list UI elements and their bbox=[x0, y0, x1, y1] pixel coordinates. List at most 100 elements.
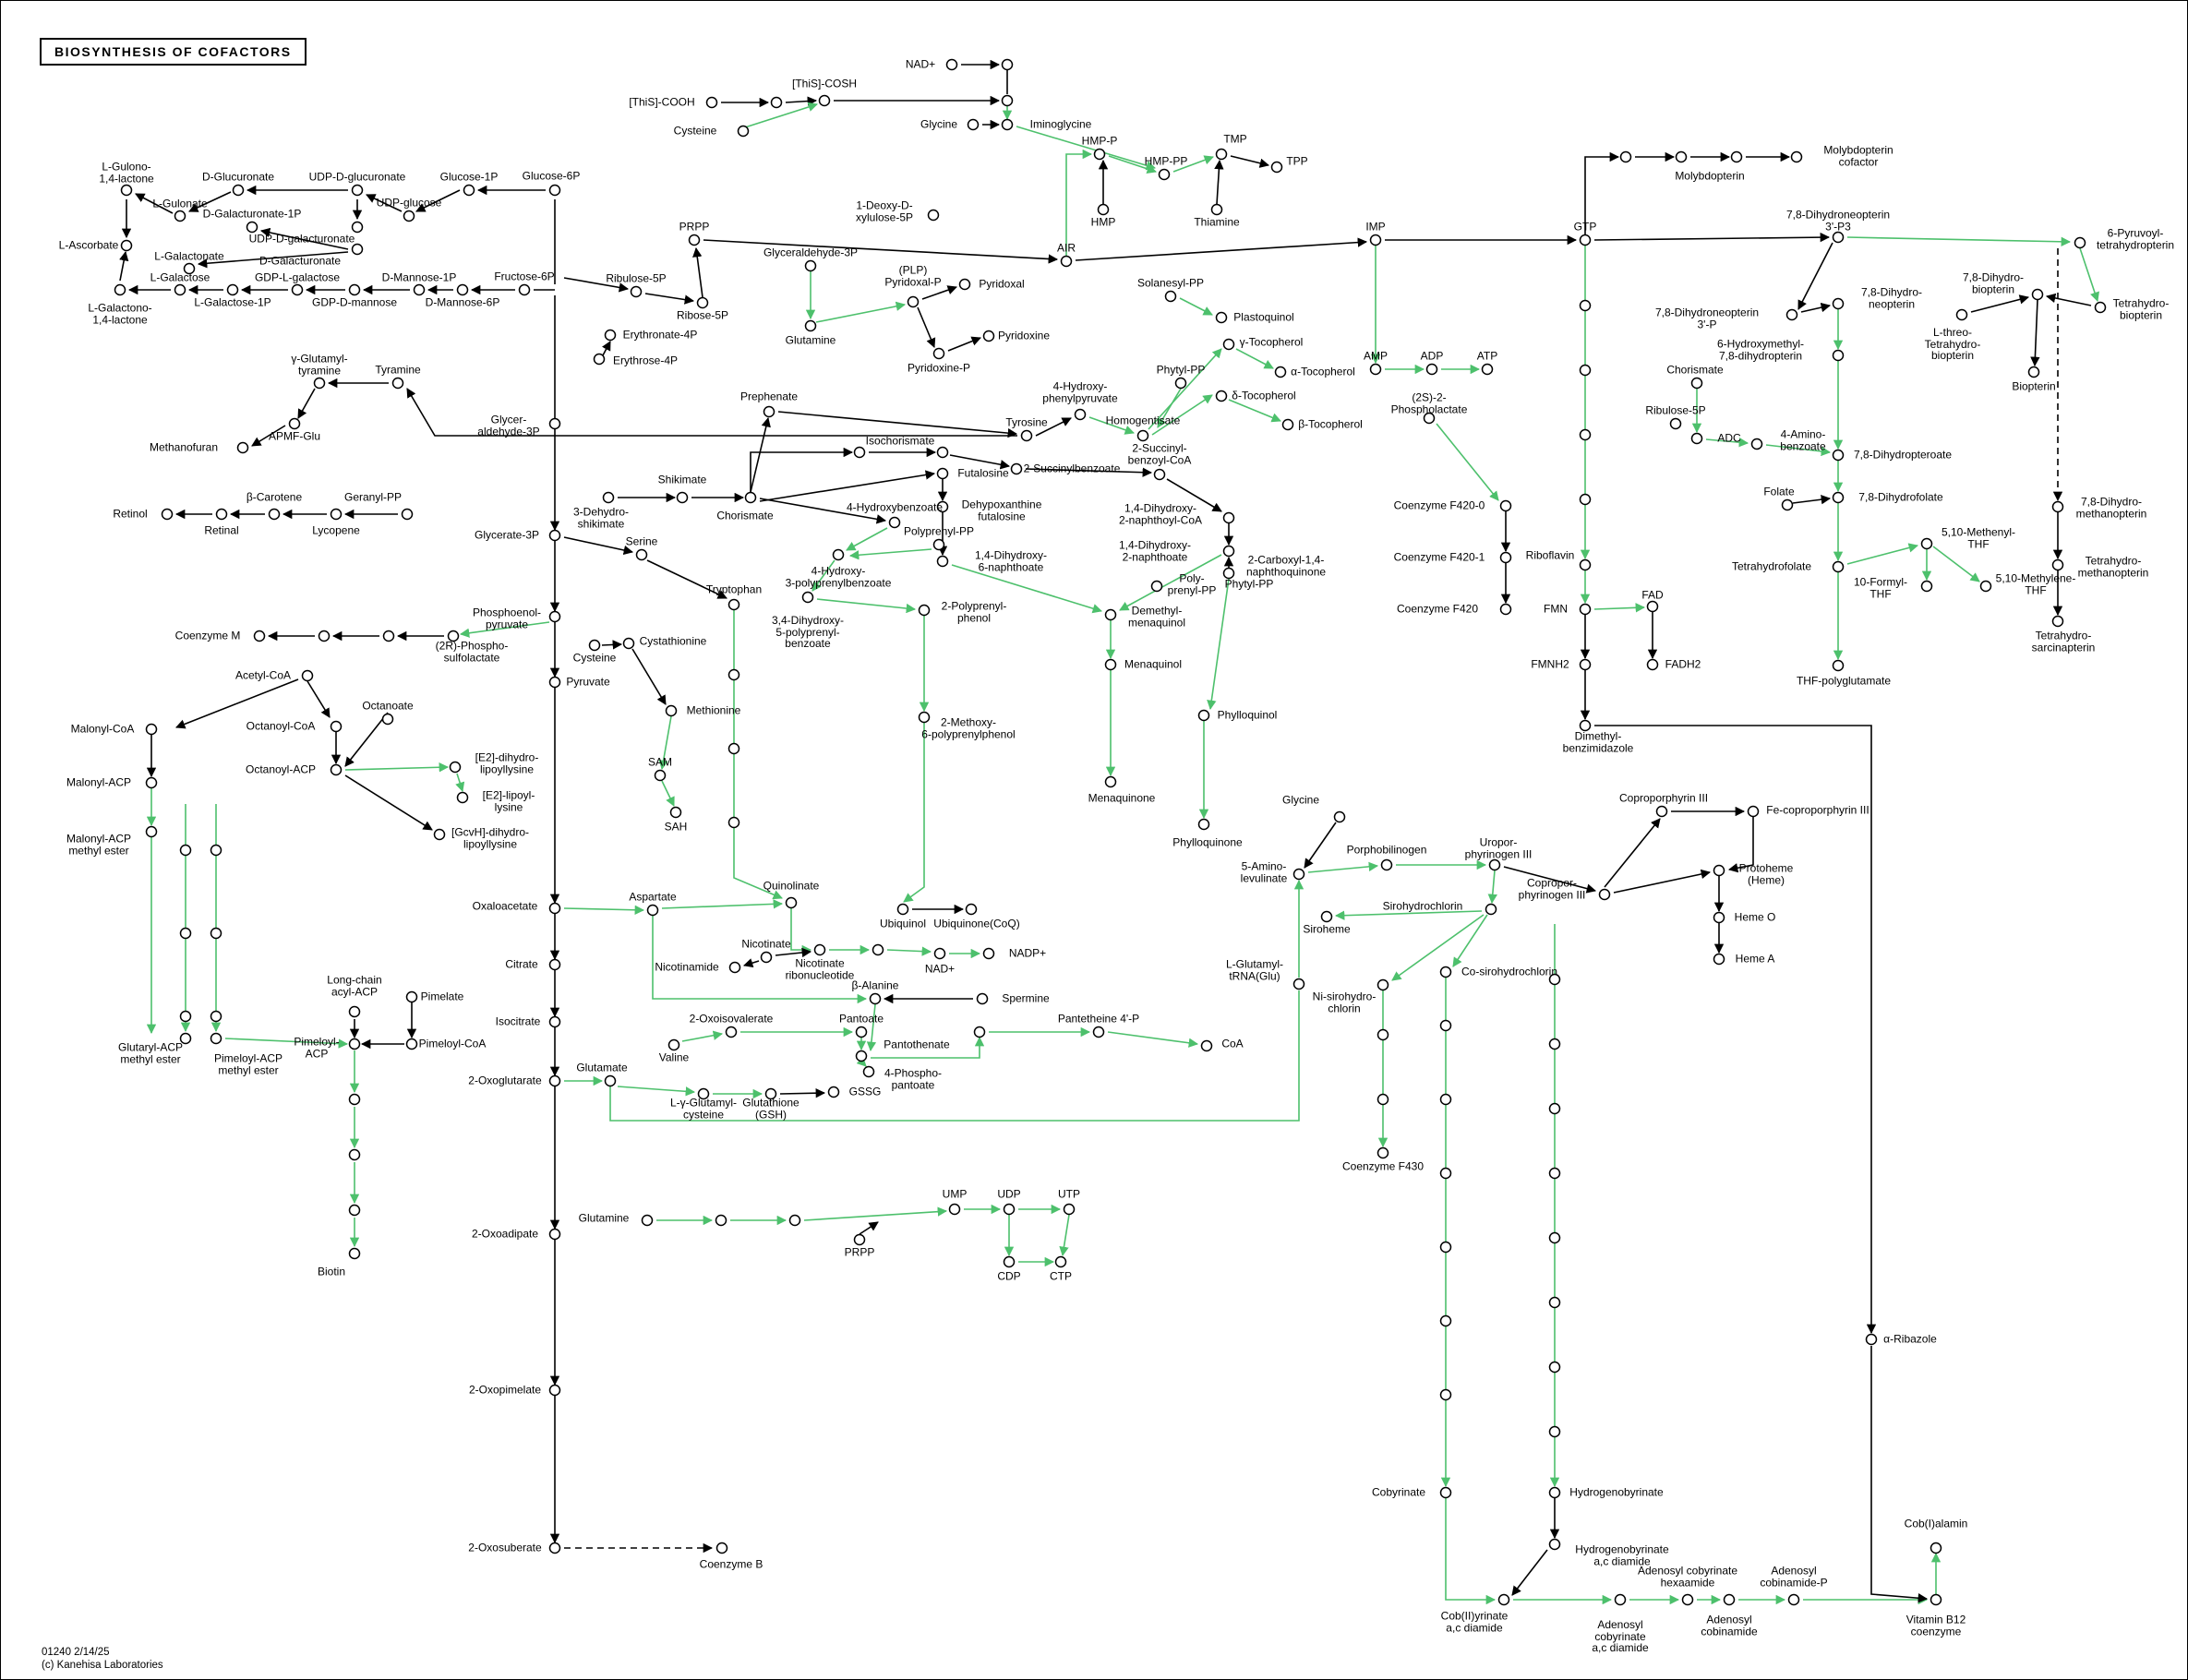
compound-node[interactable] bbox=[933, 947, 946, 960]
compound-node[interactable] bbox=[268, 508, 281, 521]
compound-node[interactable] bbox=[1153, 468, 1166, 481]
compound-node[interactable] bbox=[1579, 299, 1592, 312]
compound-node[interactable] bbox=[827, 1086, 840, 1098]
compound-node[interactable] bbox=[1713, 953, 1725, 966]
compound-node[interactable] bbox=[728, 961, 741, 974]
compound-node[interactable] bbox=[1150, 580, 1163, 593]
compound-node[interactable] bbox=[593, 353, 606, 366]
compound-node[interactable] bbox=[174, 210, 186, 222]
compound-node[interactable] bbox=[351, 221, 364, 234]
compound-node[interactable] bbox=[1675, 150, 1688, 163]
compound-node[interactable] bbox=[1158, 168, 1171, 181]
compound-node[interactable] bbox=[918, 711, 931, 724]
compound-node[interactable] bbox=[330, 763, 343, 776]
compound-node[interactable] bbox=[1136, 429, 1149, 442]
compound-node[interactable] bbox=[927, 209, 940, 222]
compound-node[interactable] bbox=[1439, 1388, 1452, 1401]
compound-node[interactable] bbox=[348, 1148, 361, 1161]
compound-node[interactable] bbox=[1439, 1093, 1452, 1106]
compound-node[interactable] bbox=[697, 1087, 710, 1100]
compound-node[interactable] bbox=[813, 943, 826, 956]
compound-node[interactable] bbox=[2027, 366, 2040, 378]
compound-node[interactable] bbox=[1579, 719, 1592, 732]
compound-node[interactable] bbox=[1832, 659, 1845, 672]
compound-node[interactable] bbox=[1274, 366, 1287, 378]
compound-node[interactable] bbox=[1920, 580, 1933, 593]
compound-node[interactable] bbox=[936, 500, 949, 513]
compound-node[interactable] bbox=[456, 283, 469, 296]
compound-node[interactable] bbox=[1579, 364, 1592, 377]
compound-node[interactable] bbox=[1439, 1167, 1452, 1180]
compound-node[interactable] bbox=[1832, 449, 1845, 462]
compound-node[interactable] bbox=[1790, 150, 1803, 163]
compound-node[interactable] bbox=[381, 713, 394, 726]
compound-node[interactable] bbox=[804, 259, 817, 272]
compound-node[interactable] bbox=[1497, 1593, 1510, 1606]
compound-node[interactable] bbox=[232, 184, 245, 197]
compound-node[interactable] bbox=[1832, 491, 1845, 504]
compound-node[interactable] bbox=[715, 1542, 728, 1554]
compound-node[interactable] bbox=[1369, 234, 1382, 246]
compound-node[interactable] bbox=[855, 1050, 868, 1062]
compound-node[interactable] bbox=[447, 630, 460, 642]
compound-node[interactable] bbox=[382, 630, 395, 642]
compound-node[interactable] bbox=[725, 1026, 738, 1038]
compound-node[interactable] bbox=[1930, 1593, 1942, 1606]
compound-node[interactable] bbox=[1781, 498, 1794, 511]
compound-node[interactable] bbox=[1215, 311, 1228, 324]
compound-node[interactable] bbox=[715, 1214, 727, 1227]
compound-node[interactable] bbox=[1164, 290, 1177, 303]
compound-node[interactable] bbox=[1499, 499, 1512, 512]
compound-node[interactable] bbox=[313, 377, 326, 390]
compound-node[interactable] bbox=[1730, 150, 1743, 163]
compound-node[interactable] bbox=[120, 184, 133, 197]
compound-node[interactable] bbox=[1010, 462, 1023, 475]
compound-node[interactable] bbox=[351, 243, 364, 256]
compound-node[interactable] bbox=[872, 943, 884, 956]
compound-node[interactable] bbox=[1210, 203, 1223, 216]
compound-node[interactable] bbox=[348, 1038, 361, 1050]
compound-node[interactable] bbox=[982, 947, 995, 960]
compound-node[interactable] bbox=[727, 742, 740, 755]
compound-node[interactable] bbox=[246, 221, 258, 234]
compound-node[interactable] bbox=[1488, 858, 1501, 871]
compound-node[interactable] bbox=[976, 992, 989, 1005]
compound-node[interactable] bbox=[635, 548, 648, 561]
compound-node[interactable] bbox=[973, 1026, 986, 1038]
compound-node[interactable] bbox=[1074, 408, 1087, 421]
compound-node[interactable] bbox=[114, 283, 126, 296]
compound-node[interactable] bbox=[210, 1032, 222, 1045]
compound-node[interactable] bbox=[818, 94, 831, 107]
compound-node[interactable] bbox=[737, 125, 750, 138]
compound-node[interactable] bbox=[1955, 308, 1968, 321]
compound-node[interactable] bbox=[348, 1204, 361, 1217]
compound-node[interactable] bbox=[348, 1005, 361, 1018]
compound-node[interactable] bbox=[253, 630, 266, 642]
compound-node[interactable] bbox=[676, 491, 689, 504]
compound-node[interactable] bbox=[1423, 412, 1436, 425]
compound-node[interactable] bbox=[1003, 1203, 1016, 1216]
compound-node[interactable] bbox=[2051, 558, 2064, 571]
compound-node[interactable] bbox=[1369, 363, 1382, 376]
compound-node[interactable] bbox=[1548, 1167, 1561, 1180]
compound-node[interactable] bbox=[1197, 709, 1210, 722]
compound-node[interactable] bbox=[1001, 118, 1014, 131]
compound-node[interactable] bbox=[1655, 805, 1668, 818]
compound-node[interactable] bbox=[1222, 338, 1235, 351]
compound-node[interactable] bbox=[1060, 255, 1073, 268]
compound-node[interactable] bbox=[727, 668, 740, 681]
compound-node[interactable] bbox=[669, 806, 682, 819]
compound-node[interactable] bbox=[1320, 910, 1333, 923]
compound-node[interactable] bbox=[161, 508, 174, 521]
compound-node[interactable] bbox=[1747, 805, 1760, 818]
compound-node[interactable] bbox=[1614, 1593, 1627, 1606]
compound-node[interactable] bbox=[1222, 567, 1235, 580]
compound-node[interactable] bbox=[1093, 148, 1106, 161]
compound-node[interactable] bbox=[548, 1015, 561, 1028]
compound-node[interactable] bbox=[630, 285, 643, 298]
compound-node[interactable] bbox=[1292, 868, 1305, 881]
compound-node[interactable] bbox=[1425, 363, 1438, 376]
compound-node[interactable] bbox=[801, 591, 814, 604]
compound-node[interactable] bbox=[401, 508, 414, 521]
compound-node[interactable] bbox=[1548, 1486, 1561, 1499]
